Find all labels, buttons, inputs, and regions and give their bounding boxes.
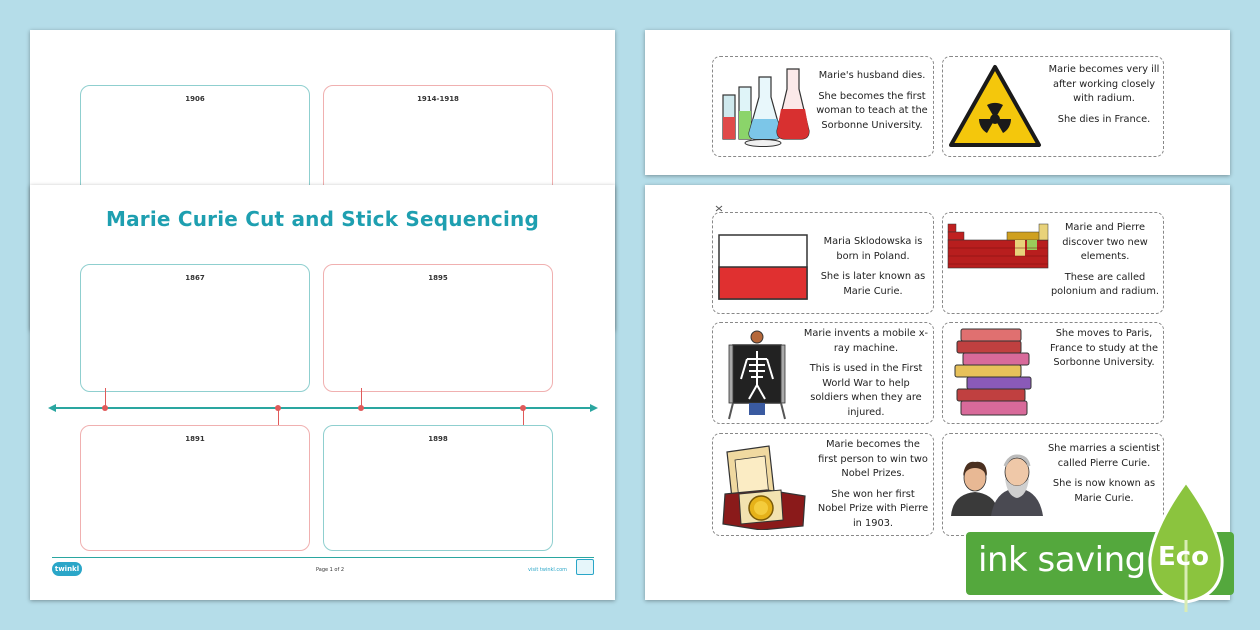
card-text: Marie and Pierre discover two new elemen… <box>1049 221 1161 300</box>
nobel-medal-icon <box>722 445 806 530</box>
card-line: Maria Sklodowska is born in Poland. <box>823 236 923 262</box>
poland-flag-icon <box>718 234 808 300</box>
event-card[interactable]: She marries a scientist called Pierre Cu… <box>942 433 1164 536</box>
card-line: Marie becomes the first person to win tw… <box>818 439 928 479</box>
card-text: Marie becomes very ill after working clo… <box>1047 63 1161 127</box>
event-card[interactable]: Maria Sklodowska is born in Poland. She … <box>712 212 934 314</box>
scissors-icon <box>715 205 723 212</box>
page-label: Page 1 of 2 <box>315 567 345 573</box>
book-stack-icon <box>954 328 1032 416</box>
timeline-dot-1895 <box>358 405 364 411</box>
timeline-axis <box>52 407 594 409</box>
event-card[interactable]: Marie and Pierre discover two new elemen… <box>942 212 1164 314</box>
card-text: Marie's husband dies. She becomes the fi… <box>815 69 929 133</box>
card-text: Maria Sklodowska is born in Poland. She … <box>817 235 929 299</box>
card-line: This is used in the First World War to h… <box>809 363 923 418</box>
card-line: Marie's husband dies. <box>818 70 926 81</box>
periodic-table-icon <box>947 223 1049 269</box>
year-label: 1867 <box>185 274 205 282</box>
card-line: She moves to Paris, France to study at t… <box>1050 328 1158 368</box>
timeline-dot-1891 <box>275 405 281 411</box>
timeline-box-1895: 1895 <box>323 264 553 392</box>
ink-saving-label: ink saving <box>978 540 1146 580</box>
card-text: Marie becomes the first person to win tw… <box>817 438 929 531</box>
connector-1891 <box>278 408 279 428</box>
card-line: She is now known as Marie Curie. <box>1052 478 1156 504</box>
card-text: She moves to Paris, France to study at t… <box>1047 327 1161 371</box>
year-label: 1914-1918 <box>417 95 459 103</box>
footer-badge-icon <box>576 559 594 575</box>
connector-1867 <box>105 388 106 408</box>
timeline-dot-1898 <box>520 405 526 411</box>
card-line: She becomes the first woman to teach at … <box>816 90 928 131</box>
timeline-arrow-left-icon <box>48 404 56 412</box>
event-card[interactable]: Marie's husband dies. She becomes the fi… <box>712 56 934 157</box>
card-line: Marie and Pierre discover two new elemen… <box>1062 222 1148 262</box>
eco-leaf-icon <box>1148 480 1224 612</box>
card-line: She is later known as Marie Curie. <box>820 271 926 297</box>
event-card[interactable]: Marie invents a mobile x-ray machine. Th… <box>712 322 934 424</box>
card-text: Marie invents a mobile x-ray machine. Th… <box>803 327 929 420</box>
footer-divider <box>52 557 594 558</box>
card-text: She marries a scientist called Pierre Cu… <box>1047 442 1161 506</box>
event-card[interactable]: Marie becomes very ill after working clo… <box>942 56 1164 157</box>
timeline-box-1898: 1898 <box>323 425 553 551</box>
timeline-dot-1867 <box>102 405 108 411</box>
year-label: 1895 <box>428 274 448 282</box>
year-label: 1906 <box>185 95 205 103</box>
x-ray-machine-icon <box>728 330 786 420</box>
card-line: These are called polonium and radium. <box>1050 271 1160 298</box>
year-label: 1891 <box>185 435 205 443</box>
radiation-warning-icon <box>949 65 1041 147</box>
timeline-box-1867: 1867 <box>80 264 310 392</box>
twinkl-logo: twinkl <box>52 562 82 576</box>
connector-1895 <box>361 388 362 408</box>
footer-url: visit twinkl.com <box>528 567 568 573</box>
cards-front-sheet: Maria Sklodowska is born in Poland. She … <box>645 185 1230 600</box>
connector-1898 <box>523 408 524 428</box>
worksheet-title: Marie Curie Cut and Stick Sequencing <box>106 207 539 231</box>
event-card[interactable]: She moves to Paris, France to study at t… <box>942 322 1164 424</box>
card-line: Marie becomes very ill after working clo… <box>1048 64 1160 104</box>
card-line: She won her first Nobel Prize with Pierr… <box>817 488 929 529</box>
year-label: 1898 <box>428 435 448 443</box>
cards-back-sheet: Marie's husband dies. She becomes the fi… <box>645 30 1230 175</box>
eco-leaf-label: Eco <box>1158 542 1210 572</box>
timeline-box-1891: 1891 <box>80 425 310 551</box>
chemistry-flasks-icon <box>722 68 810 147</box>
event-card[interactable]: Marie becomes the first person to win tw… <box>712 433 934 536</box>
timeline-arrow-right-icon <box>590 404 598 412</box>
card-line: She dies in France. <box>1057 113 1151 125</box>
worksheet-front-sheet: Marie Curie Cut and Stick Sequencing 186… <box>30 185 615 600</box>
marie-pierre-portrait-icon <box>951 454 1043 516</box>
card-line: Marie invents a mobile x-ray machine. <box>803 328 929 354</box>
card-line: She marries a scientist called Pierre Cu… <box>1047 443 1161 469</box>
